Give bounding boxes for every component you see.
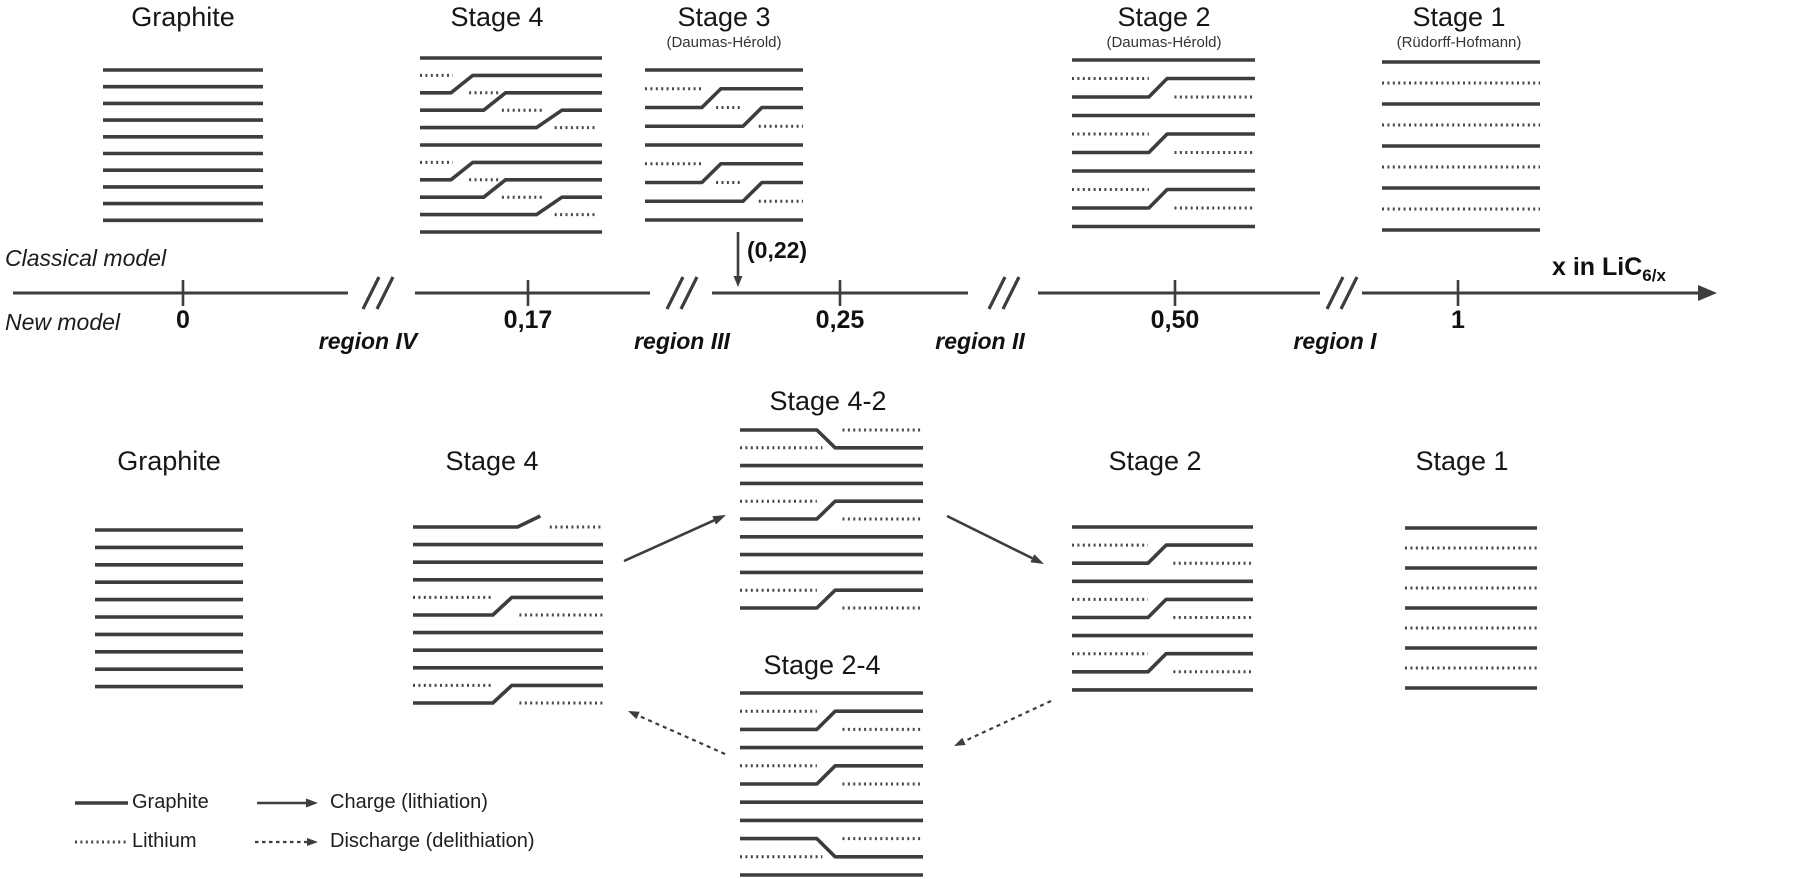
panel-bottom-stage4 [413,514,603,705]
top-panel-subtitle-stage1: (Rüdorff-Hofmann) [1396,34,1522,51]
tick-label-0: 0 [176,306,190,334]
top-panel-title-stage4: Stage 4 [450,2,544,32]
bottom-panel-title-stage1: Stage 1 [1415,446,1509,476]
bottom-stage-panels [95,428,1537,877]
panel-bottom-stage4-2 [740,428,923,610]
axis-label: x in LiC6/x [1552,253,1666,285]
bottom-panel-title-stage2: Stage 2 [1108,446,1202,476]
panel-top-stage3 [645,68,803,222]
region-iv-label: region IV [318,328,418,354]
top-panel-subtitle-stage3: (Daumas-Hérold) [666,34,782,51]
panel-bottom-graphite [95,528,243,689]
tick-label-017: 0,17 [503,306,553,334]
bottom-panel-title-graphite: Graphite [117,446,221,476]
charge-arrow-stage4-to-stage4-2 [623,515,726,563]
tick-label-1: 1 [1451,306,1465,334]
legend-label-lithium: Lithium [132,830,197,852]
transition-arrows [623,514,1052,756]
top-panel-subtitle-stage2: (Daumas-Hérold) [1106,34,1222,51]
composition-axis [13,232,1717,310]
tick-label-025: 0,25 [815,306,865,334]
panel-top-graphite [103,68,263,223]
region-iii-label: region III [634,328,730,354]
top-panel-title-stage1: Stage 1 [1412,2,1506,32]
bottom-panel-title-stage4: Stage 4 [445,446,539,476]
panel-bottom-stage2 [1072,525,1253,692]
panel-bottom-stage1 [1405,526,1537,690]
discharge-arrow-swatch [255,838,318,846]
top-panel-title-stage3: Stage 3 [677,2,771,32]
stage3-composition-annotation: (0,22) [747,237,808,263]
tick-label-050: 0,50 [1150,306,1200,334]
axis-label-main: x in LiC [1552,253,1643,281]
charge-arrow-stage4-2-to-stage2 [946,514,1044,564]
top-panel-title-graphite: Graphite [131,2,235,32]
bottom-panel-title-stage4-2: Stage 4-2 [769,386,887,416]
panel-bottom-stage2-4 [740,691,923,877]
legend-label-graphite: Graphite [132,791,209,813]
classical-model-label: Classical model [5,245,167,271]
legend-label-discharge: Discharge (delithiation) [330,830,535,852]
region-i-label: region I [1293,328,1377,354]
panel-top-stage4 [420,56,602,234]
top-stage-panels [103,56,1540,234]
new-model-label: New model [5,309,121,335]
charge-arrow-swatch [257,798,318,808]
discharge-arrow-stage2-to-stage2-4 [954,700,1052,746]
legend-label-charge: Charge (lithiation) [330,791,488,813]
panel-top-stage2 [1072,58,1255,229]
axis-label-subscript: 6/x [1642,266,1666,285]
panel-top-stage1 [1382,60,1540,232]
legend-swatches [75,798,318,846]
top-panel-title-stage2: Stage 2 [1117,2,1211,32]
region-ii-label: region II [935,328,1025,354]
discharge-arrow-stage2-4-to-stage4 [628,711,726,756]
bottom-panel-title-stage2-4: Stage 2-4 [763,650,881,680]
